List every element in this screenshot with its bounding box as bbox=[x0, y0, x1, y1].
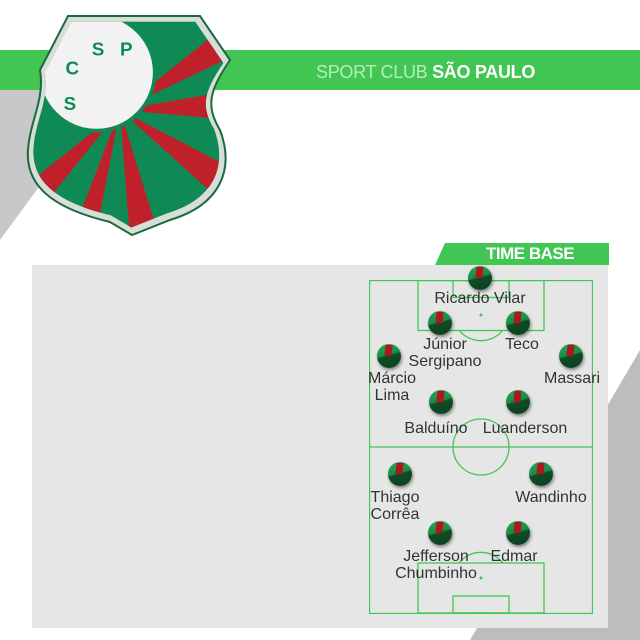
player-name: Ricardo Vilar bbox=[434, 290, 526, 307]
section-title: TIME BASE bbox=[486, 244, 575, 263]
svg-text:S: S bbox=[64, 93, 77, 114]
player-name-line2: Corrêa bbox=[370, 506, 420, 523]
section-tab bbox=[435, 243, 609, 265]
player-name: Balduíno bbox=[404, 420, 468, 437]
player-shirt-icon bbox=[388, 462, 412, 486]
player-shirt-icon bbox=[428, 521, 452, 545]
player-name-line2: Chumbinho bbox=[395, 565, 477, 582]
player-shirt-icon bbox=[377, 344, 401, 368]
player-name-line2: Sergipano bbox=[408, 353, 482, 370]
player-name: Jefferson bbox=[403, 548, 469, 565]
player-shirt-icon bbox=[429, 390, 453, 414]
player-name: Júnior bbox=[423, 336, 467, 353]
svg-text:C: C bbox=[65, 57, 79, 78]
player-name: Massari bbox=[543, 370, 601, 387]
player-name: Luanderson bbox=[482, 420, 568, 437]
player-shirt-icon bbox=[506, 311, 530, 335]
player-name: Márcio bbox=[367, 370, 417, 387]
player-shirt-icon bbox=[529, 462, 553, 486]
club-crest-logo: S C S P bbox=[26, 15, 232, 237]
svg-text:S: S bbox=[92, 38, 105, 59]
player-shirt-icon bbox=[428, 311, 452, 335]
player-name: Teco bbox=[505, 336, 539, 353]
player-name: Wandinho bbox=[515, 489, 587, 506]
svg-text:P: P bbox=[120, 38, 133, 59]
player-name: Edmar bbox=[490, 548, 538, 565]
player-name-line2: Lima bbox=[374, 387, 410, 404]
player-shirt-icon bbox=[559, 344, 583, 368]
player-name: Thiago bbox=[370, 489, 420, 506]
player-shirt-icon bbox=[506, 521, 530, 545]
page-title: SPORT CLUB SÃO PAULO bbox=[316, 62, 536, 82]
player-shirt-icon bbox=[468, 266, 492, 290]
player-shirt-icon bbox=[506, 390, 530, 414]
